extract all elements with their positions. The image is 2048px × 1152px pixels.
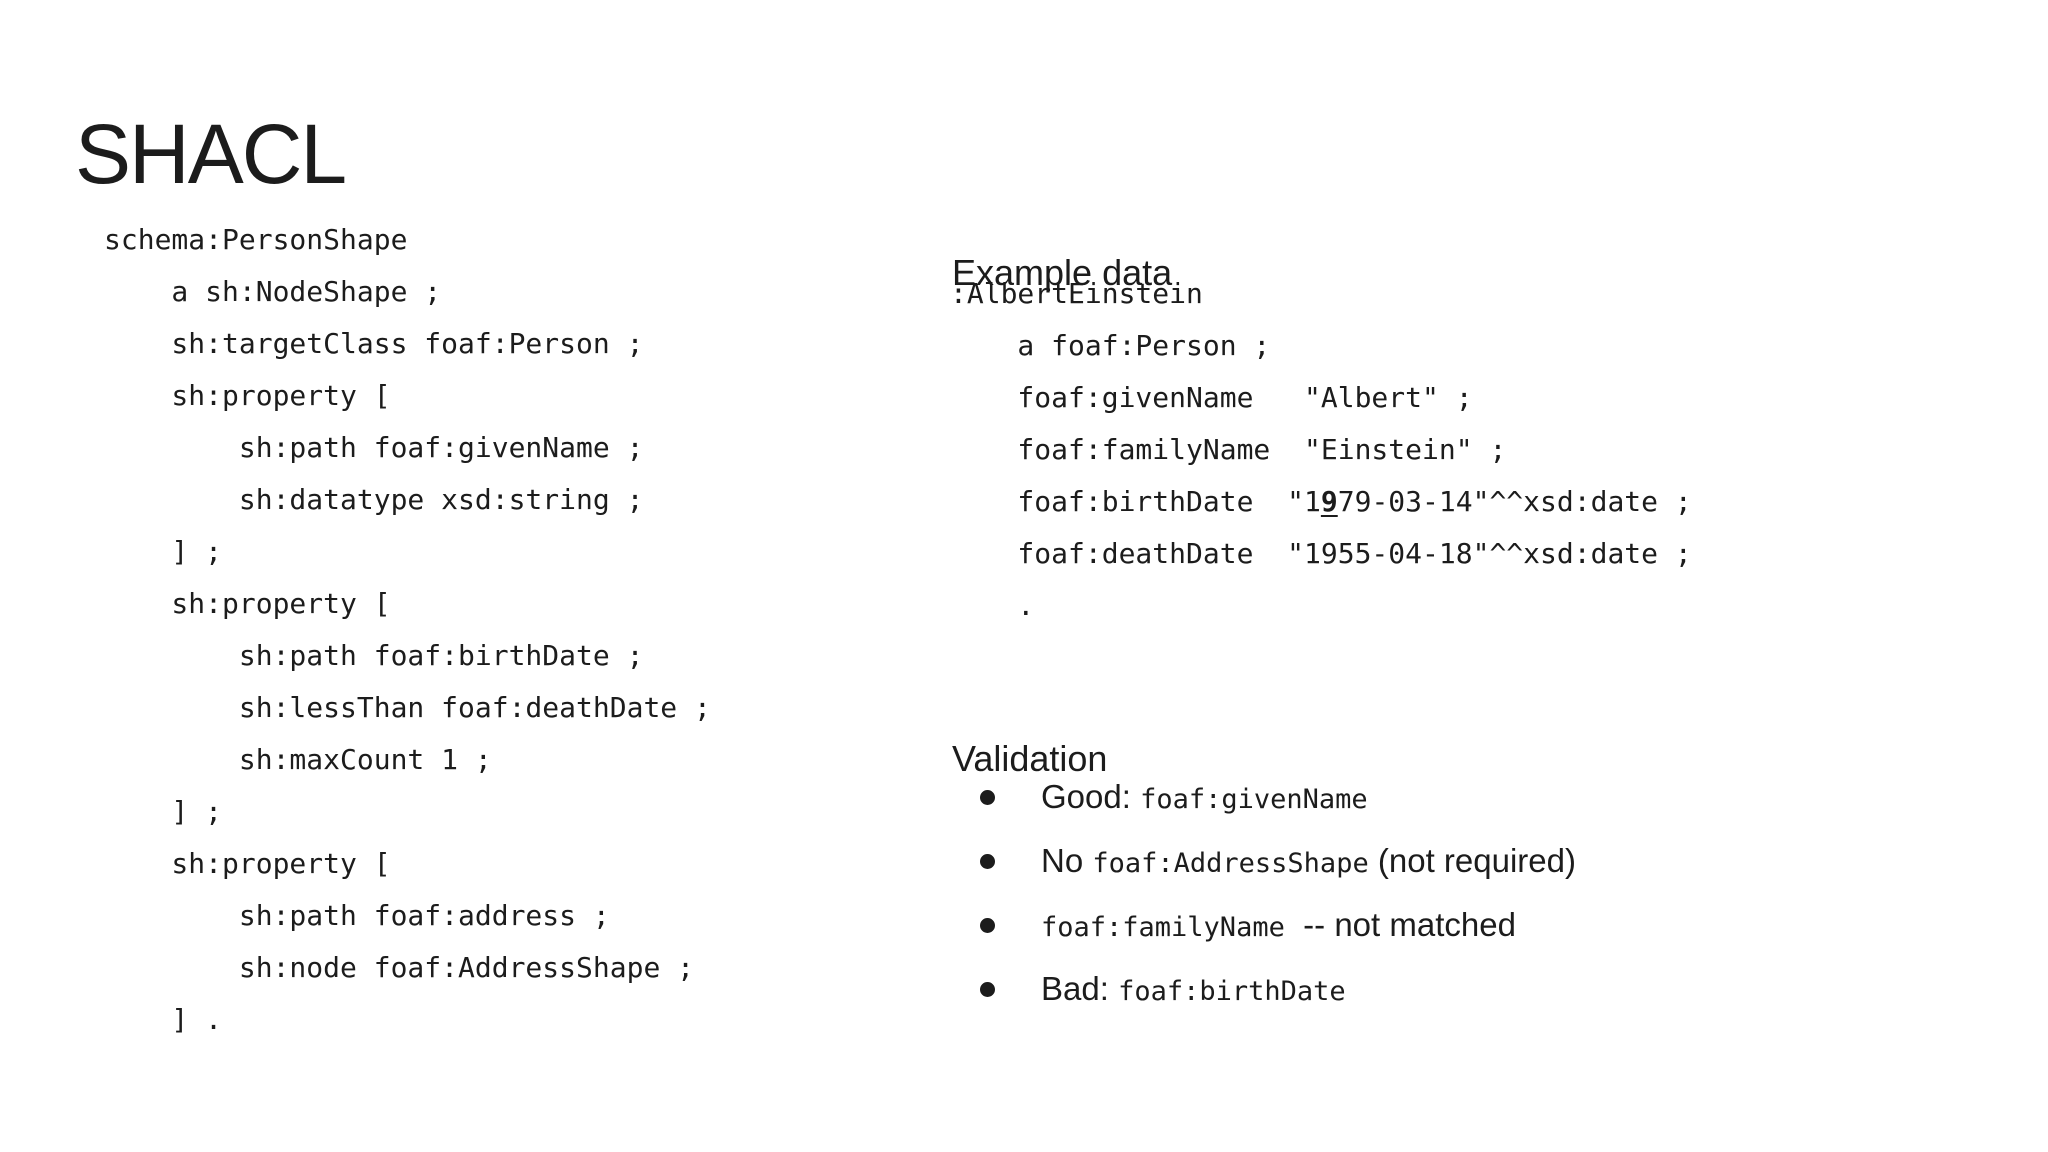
bullet-label: (not required) (1368, 842, 1576, 879)
example-data-heading: Example data (952, 251, 1173, 293)
bullet-label: Good: (1041, 778, 1141, 815)
code-text: foaf:deathDate "1955-04-18"^^xsd:date ; (950, 537, 1692, 570)
code-text: ] . (104, 1003, 223, 1036)
code-line: schema:PersonShape (104, 214, 711, 266)
code-text: sh:path foaf:givenName ; (104, 431, 644, 464)
code-text: sh:property [ (104, 379, 391, 412)
code-line: foaf:birthDate "1979-03-14"^^xsd:date ; (950, 476, 1692, 528)
validation-bullet: Good: foaf:givenName (952, 765, 1576, 829)
code-line: a sh:NodeShape ; (104, 266, 711, 318)
bullet-code-term: foaf:givenName (1140, 784, 1368, 815)
code-line: foaf:givenName "Albert" ; (950, 372, 1692, 424)
code-text: foaf:givenName "Albert" ; (950, 381, 1473, 414)
code-text: sh:path foaf:birthDate ; (104, 639, 644, 672)
validation-bullet: No foaf:AddressShape (not required) (952, 829, 1576, 893)
code-line: :AlbertEinstein (950, 268, 1692, 320)
bullet-code-term: foaf:birthDate (1118, 976, 1346, 1007)
code-text: foaf:birthDate "1 (950, 485, 1321, 518)
code-line: . (950, 580, 1692, 632)
code-line: sh:path foaf:birthDate ; (104, 630, 711, 682)
code-line: sh:maxCount 1 ; (104, 734, 711, 786)
code-text: ] ; (104, 795, 223, 828)
error-highlight: 9 (1320, 485, 1338, 518)
code-line: sh:path foaf:address ; (104, 890, 711, 942)
code-line: sh:property [ (104, 370, 711, 422)
code-text: sh:targetClass foaf:Person ; (104, 327, 644, 360)
bullet-text: Good: foaf:givenName (1041, 778, 1368, 816)
code-line: sh:property [ (104, 838, 711, 890)
code-text: sh:path foaf:address ; (104, 899, 610, 932)
bullet-text: foaf:familyName -- not matched (1041, 906, 1516, 944)
code-line: ] . (104, 994, 711, 1046)
code-text: 79-03-14"^^xsd:date ; (1337, 485, 1692, 518)
code-text: foaf:familyName "Einstein" ; (950, 433, 1507, 466)
validation-bullet: foaf:familyName -- not matched (952, 893, 1576, 957)
code-text: . (950, 589, 1035, 622)
bullet-label: Bad: (1041, 970, 1119, 1007)
example-data-code-block: :AlbertEinstein a foaf:Person ; foaf:giv… (950, 268, 1692, 632)
code-line: sh:lessThan foaf:deathDate ; (104, 682, 711, 734)
code-text: sh:property [ (104, 587, 391, 620)
bullet-label: No (1041, 842, 1093, 879)
code-line: sh:datatype xsd:string ; (104, 474, 711, 526)
code-text: sh:property [ (104, 847, 391, 880)
bullet-text: Bad: foaf:birthDate (1041, 970, 1346, 1008)
bullet-code-term: foaf:familyName (1041, 912, 1285, 943)
code-line: sh:targetClass foaf:Person ; (104, 318, 711, 370)
bullet-dot-icon (980, 789, 995, 805)
code-text: sh:maxCount 1 ; (104, 743, 492, 776)
code-line: sh:property [ (104, 578, 711, 630)
code-line: foaf:deathDate "1955-04-18"^^xsd:date ; (950, 528, 1692, 580)
code-line: ] ; (104, 786, 711, 838)
code-text: sh:node foaf:AddressShape ; (104, 951, 695, 984)
code-text: sh:datatype xsd:string ; (104, 483, 644, 516)
code-text: schema:PersonShape (104, 223, 408, 256)
code-text: ] ; (104, 535, 223, 568)
slide-title: SHACL (75, 107, 347, 202)
validation-bullet: Bad: foaf:birthDate (952, 957, 1576, 1021)
code-text: a foaf:Person ; (950, 329, 1271, 362)
code-line: foaf:familyName "Einstein" ; (950, 424, 1692, 476)
bullet-dot-icon (980, 917, 995, 933)
bullet-text: No foaf:AddressShape (not required) (1041, 842, 1576, 880)
code-line: sh:node foaf:AddressShape ; (104, 942, 711, 994)
bullet-dot-icon (980, 981, 995, 997)
code-text: sh:lessThan foaf:deathDate ; (104, 691, 711, 724)
bullet-label: -- not matched (1284, 906, 1516, 943)
validation-heading: Validation (952, 737, 1108, 779)
bullet-code-term: foaf:AddressShape (1092, 848, 1369, 879)
shacl-shape-code-block: schema:PersonShape a sh:NodeShape ; sh:t… (104, 214, 711, 1046)
code-line: a foaf:Person ; (950, 320, 1692, 372)
bullet-dot-icon (980, 853, 995, 869)
code-line: sh:path foaf:givenName ; (104, 422, 711, 474)
code-line: ] ; (104, 526, 711, 578)
code-text: :AlbertEinstein (950, 277, 1203, 310)
code-text: a sh:NodeShape ; (104, 275, 442, 308)
